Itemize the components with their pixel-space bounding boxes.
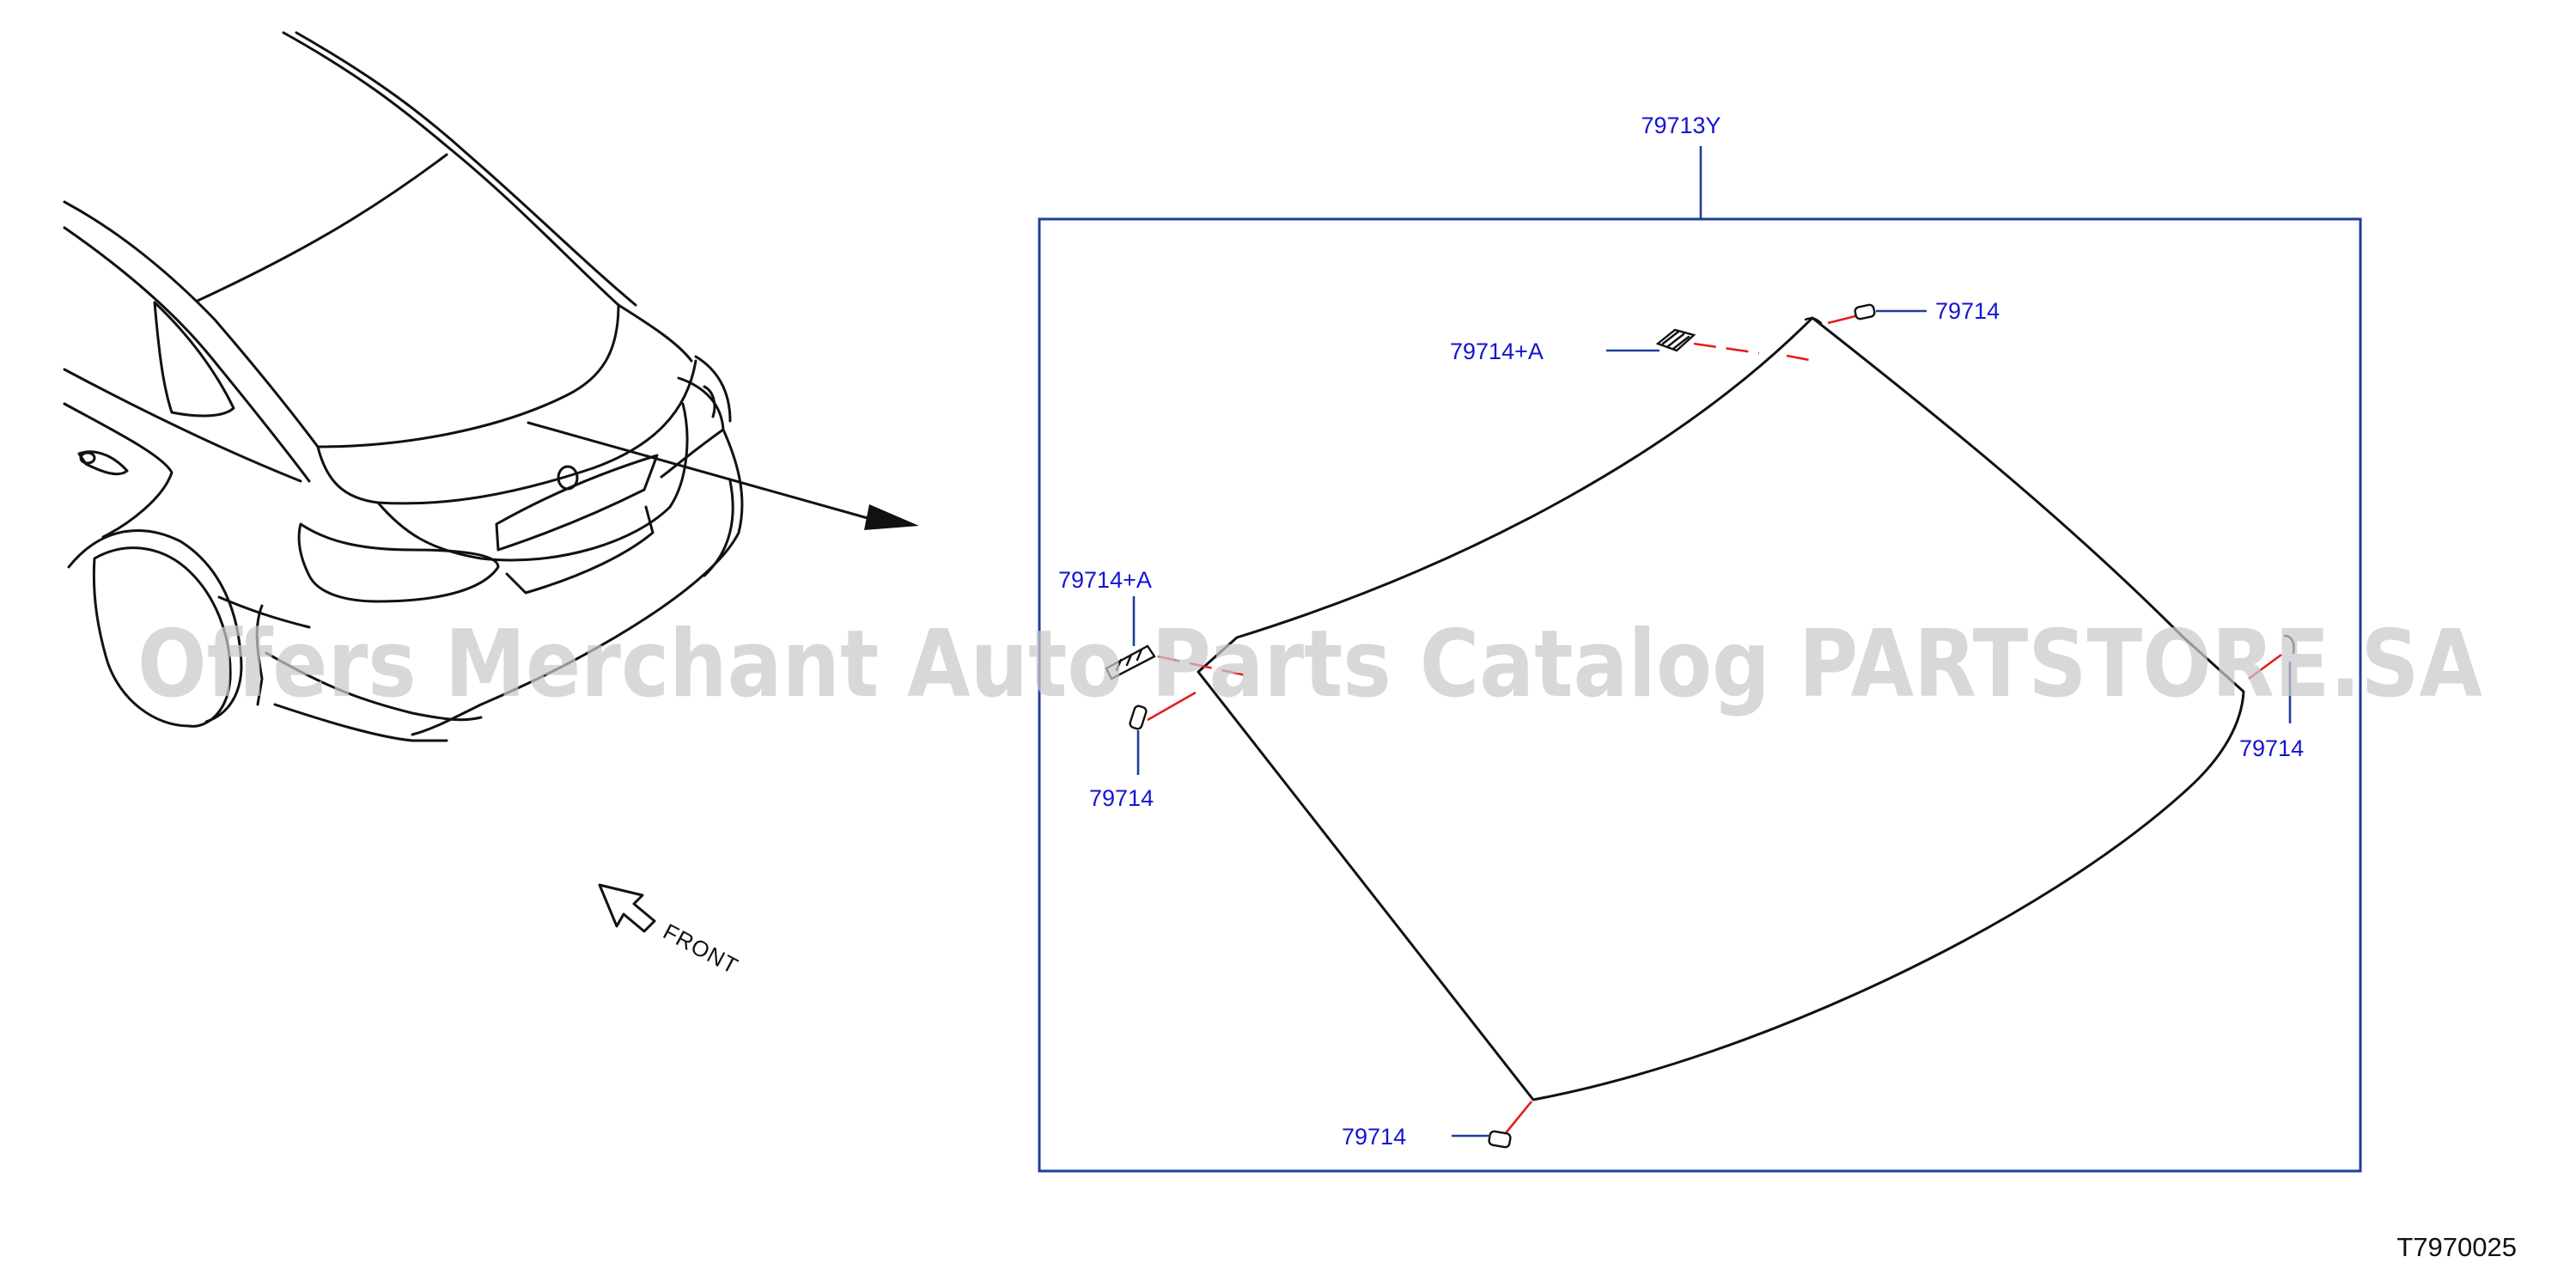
callout-left-lower: 79714 xyxy=(1089,785,1154,811)
front-label: FRONT xyxy=(659,918,743,979)
car-rear-illustration xyxy=(63,31,744,742)
callout-assembly: 79713Y xyxy=(1641,113,1720,138)
watermark-text: Offers Merchant Auto Parts Catalog PARTS… xyxy=(137,611,2482,718)
clip-left-upper: 79714+A xyxy=(1058,567,1246,680)
figure-code: T7970025 xyxy=(2396,1232,2517,1262)
callout-top-right: 79714 xyxy=(1935,298,2000,324)
clip-right: 79714 xyxy=(2239,634,2304,761)
clip-top-right: 79714 xyxy=(1827,298,2000,325)
callout-left-upper: 79714+A xyxy=(1058,567,1152,593)
parts-panel-frame: 79713Y xyxy=(1038,113,2362,1173)
callout-right: 79714 xyxy=(2239,735,2304,761)
rear-window-glass xyxy=(1197,316,2245,1101)
callout-top-left: 79714+A xyxy=(1450,339,1544,364)
clip-top-left: 79714+A xyxy=(1450,328,1815,364)
clip-left-lower: 79714 xyxy=(1089,691,1197,811)
clip-bottom: 79714 xyxy=(1342,1101,1533,1150)
pointer-arrow xyxy=(527,421,919,530)
callout-bottom: 79714 xyxy=(1342,1124,1406,1150)
front-direction-indicator: FRONT xyxy=(598,883,743,979)
